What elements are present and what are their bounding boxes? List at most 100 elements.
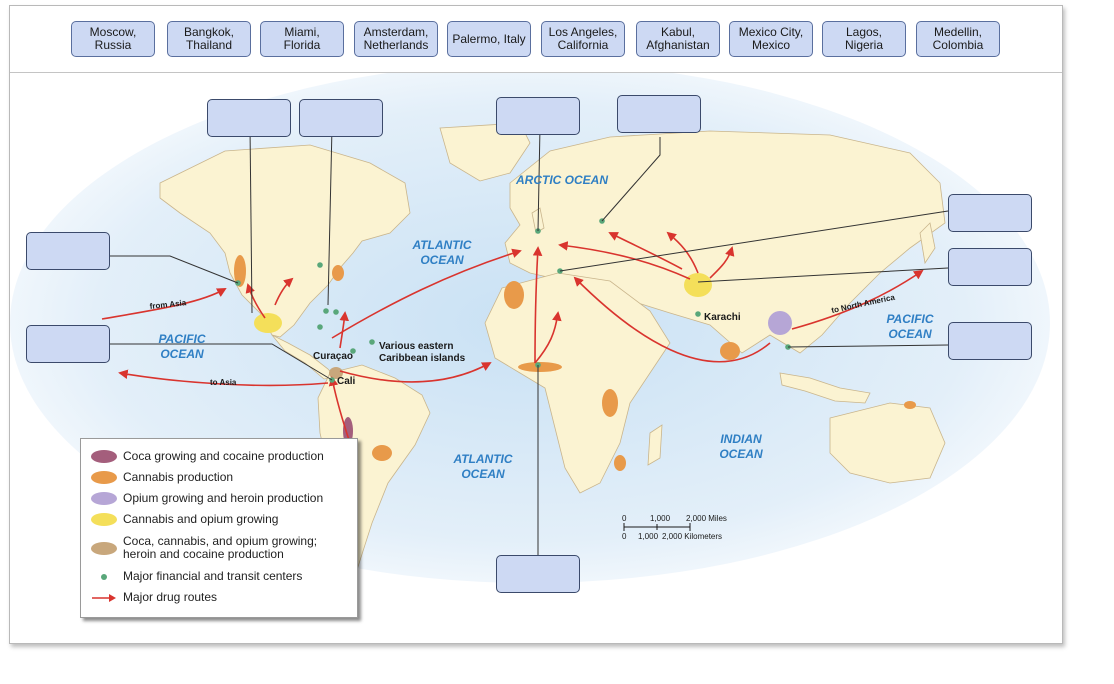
chip-moscow[interactable]: Moscow, Russia — [71, 21, 155, 57]
drop-zone-7[interactable] — [948, 322, 1032, 360]
from-asia-label: from Asia — [149, 298, 187, 311]
opium-golden-triangle — [768, 311, 792, 335]
cannabis-south-africa — [614, 455, 626, 471]
chip-medellin[interactable]: Medellin, Colombia — [916, 21, 1000, 57]
route-africa-europe — [532, 246, 543, 364]
legend-label: Coca growing and cocaine production — [123, 449, 324, 463]
legend-swatch — [91, 450, 117, 463]
word-bank: Moscow, Russia Bangkok, Thailand Miami, … — [10, 6, 1062, 73]
drop-zone-5[interactable] — [948, 194, 1032, 232]
scale-miles-0: 0 — [622, 514, 627, 523]
transit-center — [333, 309, 339, 315]
chip-amsterdam[interactable]: Amsterdam, Netherlands — [354, 21, 438, 57]
transit-center — [369, 339, 375, 345]
leader-line — [537, 126, 541, 232]
curacao-label: Curaçao — [313, 351, 353, 362]
drop-zone-3[interactable] — [496, 97, 580, 135]
route-from-asia — [101, 288, 227, 320]
legend-routes: Major drug routes — [91, 591, 217, 604]
route-atlantic-europe — [331, 248, 522, 339]
route-afghan-central-asia — [709, 246, 735, 279]
legend-transit: Major financial and transit centers — [91, 570, 302, 583]
leader-line — [327, 126, 333, 306]
japan-land — [919, 222, 936, 265]
chip-bangkok[interactable]: Bangkok, Thailand — [167, 21, 251, 57]
caribbean-label: Various eastern — [379, 341, 453, 352]
indian-ocean-label: INDIAN — [720, 432, 762, 446]
mixed-colombia — [329, 367, 343, 379]
scale-miles-1000: 1,000 — [650, 514, 671, 523]
pacific-west-label: OCEAN — [888, 327, 932, 341]
leader-line — [249, 126, 253, 314]
drug-routes — [101, 231, 924, 444]
cannabis-opium-mexico — [254, 313, 282, 333]
transit-center — [695, 311, 701, 317]
route-to-north-america — [791, 269, 924, 330]
drop-zone-4[interactable] — [617, 95, 701, 133]
legend-opium: Opium growing and heroin production — [91, 492, 323, 505]
map-legend: Coca growing and cocaine production Cann… — [80, 438, 358, 618]
indonesia-land — [779, 372, 871, 404]
route-to-west-africa — [339, 362, 492, 383]
leader-line — [601, 137, 661, 222]
karachi-label: Karachi — [704, 312, 741, 323]
place-labels: Curaçao Cali Various eastern Caribbean i… — [313, 312, 741, 387]
caribbean-label: Caribbean islands — [379, 353, 466, 364]
route-afghan-europe-1 — [558, 241, 691, 280]
africa-land — [484, 272, 671, 494]
scale-km-2000: 2,000 Kilometers — [662, 532, 722, 541]
chip-palermo[interactable]: Palermo, Italy — [447, 21, 531, 57]
leader-line — [697, 267, 949, 283]
route-afghan-russia — [666, 231, 699, 274]
europe-asia-land — [504, 130, 946, 354]
chip-lagos[interactable]: Lagos, Nigeria — [822, 21, 906, 57]
drop-zone-10[interactable] — [496, 555, 580, 593]
cannabis-opium-afghanistan — [684, 273, 712, 297]
cannabis-east-us — [332, 265, 344, 281]
to-asia-label: to Asia — [210, 378, 237, 387]
arctic-ocean-label: ARCTIC OCEAN — [515, 173, 608, 187]
leader-line — [110, 343, 333, 381]
atlantic-south-label: ATLANTIC — [452, 452, 512, 466]
arrow-icon — [92, 593, 116, 602]
chip-kabul[interactable]: Kabul, Afghanistan — [636, 21, 720, 57]
legend-mixed: Coca, cannabis, and opium growing; heroi… — [91, 535, 317, 561]
australia-land — [829, 402, 946, 484]
drop-zone-2[interactable] — [299, 99, 383, 137]
transit-center — [350, 348, 356, 354]
route-to-asia — [118, 369, 329, 387]
legend-label: Coca, cannabis, and opium growing; heroi… — [123, 534, 318, 561]
legend-label: Opium growing and heroin production — [123, 491, 324, 505]
chip-mexico-city[interactable]: Mexico City, Mexico — [729, 21, 813, 57]
route-sea-europe — [573, 276, 771, 363]
scale-miles-2000: 2,000 Miles — [686, 514, 727, 523]
chip-miami[interactable]: Miami, Florida — [260, 21, 344, 57]
drop-zone-6[interactable] — [948, 248, 1032, 286]
ocean-labels: ARCTIC OCEAN ATLANTIC OCEAN ATLANTIC OCE… — [158, 173, 933, 481]
madagascar-land — [647, 424, 663, 466]
cannabis-morocco — [504, 281, 524, 309]
cali-label: Cali — [337, 376, 356, 387]
legend-label: Cannabis and opium growing — [123, 512, 279, 526]
route-west-africa-north — [534, 311, 562, 364]
cannabis-west-africa — [518, 362, 562, 372]
transit-center — [323, 308, 329, 314]
cannabis-india — [720, 342, 740, 360]
pacific-east-label: OCEAN — [160, 347, 204, 361]
cannabis-central-africa — [602, 389, 618, 417]
atlantic-north-label: OCEAN — [420, 253, 464, 267]
legend-label: Major financial and transit centers — [123, 569, 303, 583]
drop-zone-9[interactable] — [26, 325, 110, 363]
chip-los-angeles[interactable]: Los Angeles, California — [541, 21, 625, 57]
legend-swatch — [91, 492, 117, 505]
cannabis-paraguay — [372, 445, 392, 461]
pacific-east-label: PACIFIC — [158, 332, 205, 346]
transit-dot-icon — [101, 573, 107, 580]
legend-swatch — [91, 471, 117, 484]
drop-zone-1[interactable] — [207, 99, 291, 137]
route-mexico-us-2 — [245, 283, 266, 319]
legend-swatch — [91, 541, 117, 555]
leader-line — [787, 344, 949, 348]
legend-swatch — [91, 513, 117, 526]
drop-zone-8[interactable] — [26, 232, 110, 270]
